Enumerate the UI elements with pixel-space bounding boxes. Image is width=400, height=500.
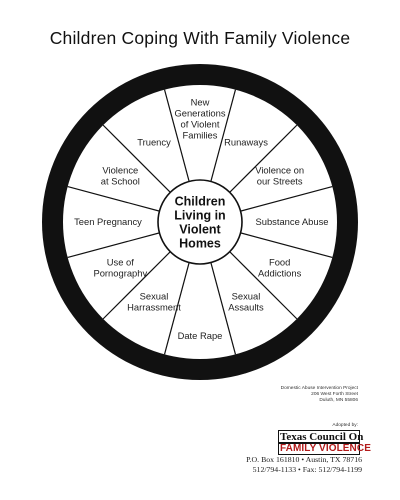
contact-address: P.O. Box 161810 • Austin, TX 78716 <box>246 455 362 464</box>
texas-council-logo: Texas Council On FAMILY VIOLENCE <box>278 430 371 455</box>
spoke-divider <box>210 89 237 182</box>
spoke-label-line: Violence on <box>255 165 304 176</box>
spoke-divider <box>240 232 333 259</box>
spoke-label-line: at School <box>101 176 140 187</box>
spoke-label-line: our Streets <box>257 176 303 187</box>
spoke-label-line: Sexual <box>140 290 169 301</box>
spoke-label-line: Harrassment <box>127 301 181 312</box>
spoke-label: Substance Abuse <box>256 216 329 227</box>
spoke-divider <box>102 251 171 320</box>
spoke-lines <box>67 89 333 355</box>
spoke-divider <box>67 232 160 259</box>
spoke-label-line: Truency <box>137 137 171 148</box>
spoke-label: Truency <box>137 137 171 148</box>
spoke-label-line: Date Rape <box>178 330 223 341</box>
spoke-label-line: Violence <box>102 165 138 176</box>
spoke-divider <box>102 124 171 193</box>
spoke-divider <box>210 262 237 355</box>
spoke-label-line: Sexual <box>232 290 261 301</box>
hub-circle <box>157 179 243 265</box>
spoke-label-line: Pornography <box>93 268 147 279</box>
hub-label-line: Violent <box>179 223 221 237</box>
credit-block: Domestic Abuse Intervention Project 206 … <box>281 386 358 404</box>
logo-divider <box>279 442 359 444</box>
hub-label-line: Homes <box>179 237 221 251</box>
spoke-label: Date Rape <box>178 330 223 341</box>
spoke-label-line: Use of <box>107 257 134 268</box>
spoke-divider <box>163 262 190 355</box>
spoke-divider <box>240 185 333 212</box>
adopted-by-label: Adopted by: <box>332 423 358 428</box>
spoke-label-line: New <box>191 97 210 108</box>
spoke-label-line: Generations <box>174 108 225 119</box>
spoke-label-line: Assaults <box>228 301 264 312</box>
spoke-label-line: Substance Abuse <box>256 216 329 227</box>
contact-block: P.O. Box 161810 • Austin, TX 78716 512/7… <box>246 455 362 475</box>
contact-phone: 512/794-1133 • Fax: 512/794-1199 <box>252 465 362 474</box>
spoke-divider <box>229 124 298 193</box>
spoke-label: Teen Pregnancy <box>74 216 142 227</box>
credit-line: Duluth, MN 55806 <box>319 398 358 403</box>
spoke-divider <box>163 89 190 182</box>
logo-line-1: Texas Council On <box>280 431 364 443</box>
credit-line: Domestic Abuse Intervention Project <box>280 386 358 391</box>
spoke-label-line: Food <box>269 257 290 268</box>
page-title: Children Coping With Family Violence <box>49 28 351 48</box>
spoke-label-line: Runaways <box>224 137 268 148</box>
spoke-label-line: Teen Pregnancy <box>74 216 142 227</box>
hub-label-line: Living in <box>174 209 225 223</box>
credit-line: 206 West Forth Street <box>311 392 358 397</box>
spoke-label: Runaways <box>224 137 268 148</box>
hub-label-line: Children <box>175 195 226 209</box>
spoke-label-line: Families <box>183 130 218 141</box>
spoke-label-line: of Violent <box>181 119 220 130</box>
logo-line-2: FAMILY VIOLENCE <box>280 443 371 454</box>
spoke-divider <box>67 185 160 212</box>
spoke-divider <box>229 251 298 320</box>
spoke-label-line: Addictions <box>258 268 302 279</box>
